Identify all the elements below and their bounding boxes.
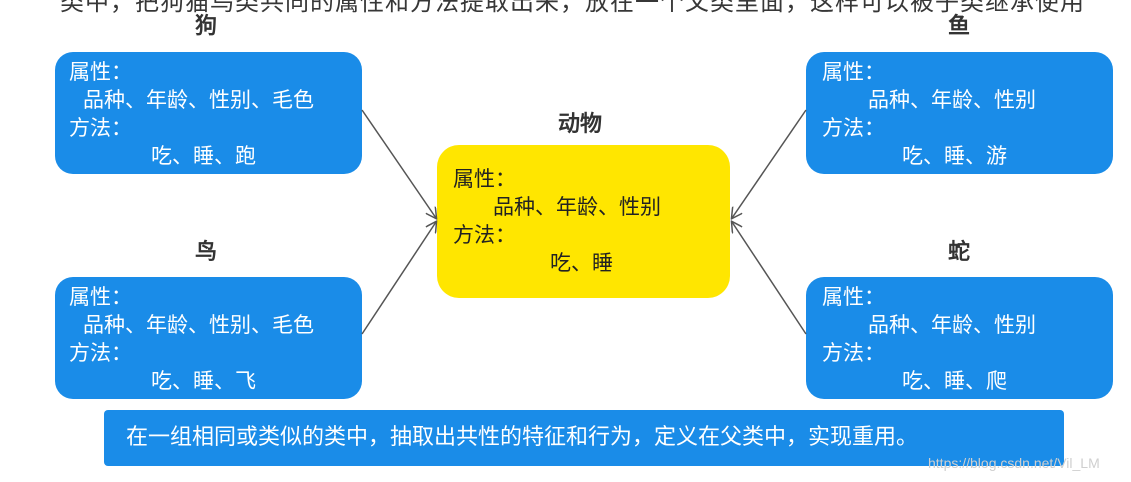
dog-title: 狗 bbox=[195, 14, 218, 39]
bird-method-label: 方法： bbox=[69, 341, 132, 365]
snake-methods: 吃、睡、爬 bbox=[902, 369, 1007, 393]
snake-node: 属性： 品种、年龄、性别 方法： 吃、睡、爬 bbox=[806, 277, 1113, 399]
snake-title: 蛇 bbox=[948, 240, 971, 265]
animal-node: 属性： 品种、年龄、性别 方法： 吃、睡 bbox=[437, 145, 730, 298]
snake-attrs: 品种、年龄、性别 bbox=[868, 313, 1036, 337]
bird-title: 鸟 bbox=[195, 240, 218, 265]
dog-methods: 吃、睡、跑 bbox=[151, 144, 256, 168]
fish-node: 属性： 品种、年龄、性别 方法： 吃、睡、游 bbox=[806, 52, 1113, 174]
snake-attr-label: 属性： bbox=[822, 285, 885, 309]
snake-method-label: 方法： bbox=[822, 341, 885, 365]
dog-method-label: 方法： bbox=[69, 116, 132, 140]
arrow-fish-to-animal bbox=[732, 109, 807, 218]
animal-method-label: 方法： bbox=[453, 223, 516, 247]
dog-attrs: 品种、年龄、性别、毛色 bbox=[83, 88, 314, 112]
fish-attr-label: 属性： bbox=[822, 60, 885, 84]
animal-attr-label: 属性： bbox=[453, 167, 516, 191]
arrow-dog-to-animal bbox=[361, 109, 436, 218]
animal-methods: 吃、睡 bbox=[550, 251, 613, 275]
dog-node: 属性： 品种、年龄、性别、毛色 方法： 吃、睡、跑 bbox=[55, 52, 362, 174]
top-cut-text: 类中，把狗猫鸟类共同的属性和方法提取出来，放在一个父类里面，这样可以被子类继承使… bbox=[60, 0, 1085, 16]
watermark: https://blog.csdn.net/Vil_LM bbox=[928, 455, 1100, 471]
summary-banner: 在一组相同或类似的类中，抽取出共性的特征和行为，定义在父类中，实现重用。 bbox=[104, 410, 1064, 466]
arrow-snake-to-animal bbox=[732, 222, 807, 335]
bird-attr-label: 属性： bbox=[69, 285, 132, 309]
fish-method-label: 方法： bbox=[822, 116, 885, 140]
fish-methods: 吃、睡、游 bbox=[902, 144, 1007, 168]
bird-attrs: 品种、年龄、性别、毛色 bbox=[83, 313, 314, 337]
arrow-bird-to-animal bbox=[361, 222, 436, 335]
fish-attrs: 品种、年龄、性别 bbox=[868, 88, 1036, 112]
animal-title: 动物 bbox=[558, 112, 603, 137]
animal-attrs: 品种、年龄、性别 bbox=[493, 195, 661, 219]
dog-attr-label: 属性： bbox=[69, 60, 132, 84]
fish-title: 鱼 bbox=[948, 14, 971, 39]
bird-methods: 吃、睡、飞 bbox=[151, 369, 256, 393]
bird-node: 属性： 品种、年龄、性别、毛色 方法： 吃、睡、飞 bbox=[55, 277, 362, 399]
